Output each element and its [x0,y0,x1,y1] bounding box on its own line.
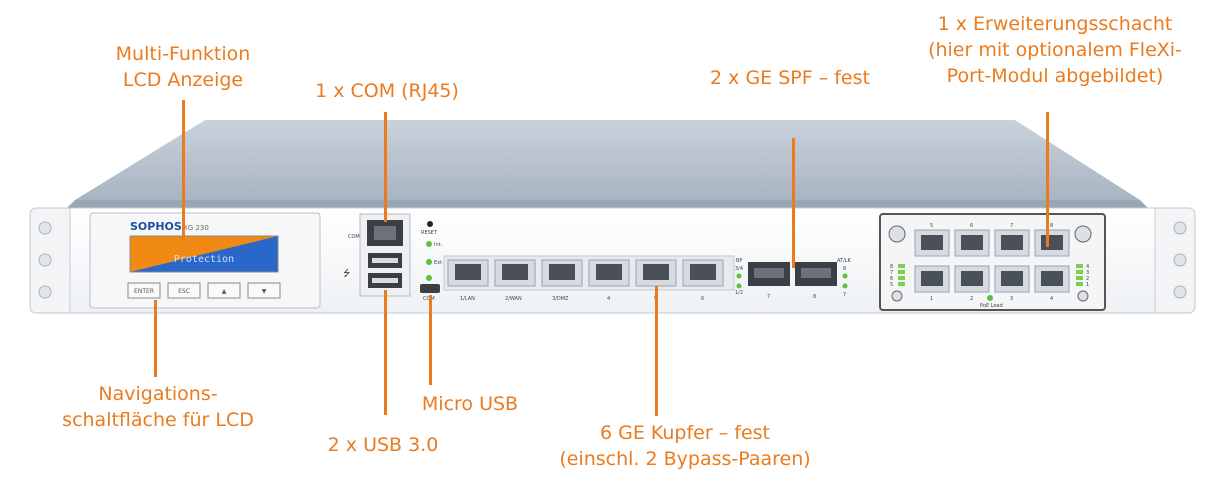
chassis-top [75,120,1140,200]
svg-text:Ext: Ext [434,260,442,266]
down-button [247,282,281,299]
enter-button [127,282,161,299]
callout-lcd-line-1: Multi-Funktion [115,43,251,65]
callout-expansion: 1 x Erweiterungsschacht (hier mit option… [905,11,1205,89]
svg-text:1/2: 1/2 [735,290,743,296]
callout-sfp-line-1: 2 x GE SPF – fest [710,67,870,89]
usb-ports [368,253,402,288]
svg-text:8: 8 [813,294,816,300]
leader-line-usb [384,290,387,415]
svg-text:PoE Load: PoE Load [980,303,1003,309]
svg-text:Int.: Int. [434,242,443,248]
callout-nav-line-2: schaltfläche für LCD [62,409,254,431]
svg-text:3: 3 [1010,296,1013,302]
leader-line-com [384,112,387,222]
expansion-module [879,213,1106,311]
svg-text:ENTER: ENTER [134,288,154,295]
callout-com-line-1: 1 x COM (RJ45) [315,80,459,102]
callout-copper-line-1: 6 GE Kupfer – fest [599,422,770,444]
callout-lcd: Multi-Funktion LCD Anzeige [72,41,294,93]
model-label: XG 230 [183,224,209,232]
svg-text:1: 1 [930,296,933,302]
callout-nav-line-1: Navigations- [98,383,218,405]
svg-text:4: 4 [1050,296,1053,302]
svg-text:2: 2 [1086,276,1089,282]
up-button [207,282,241,299]
callout-micro-usb: Micro USB [400,391,540,417]
callout-expansion-line-1: 1 x Erweiterungsschacht [937,13,1173,35]
svg-text:2: 2 [970,296,973,302]
rack-ear-left [29,207,76,314]
rack-ear-right [1149,207,1196,314]
svg-text:8: 8 [1050,223,1053,229]
svg-text:7: 7 [1010,223,1013,229]
callout-micro-usb-line-1: Micro USB [421,393,519,415]
callout-nav: Navigations- schaltfläche für LCD [38,381,278,433]
callout-usb-line-1: 2 x USB 3.0 [327,434,439,456]
svg-text:8: 8 [890,264,893,270]
svg-text:7: 7 [890,270,893,276]
brand-logo: SOPHOS [130,220,182,233]
micro-usb-port [420,284,440,293]
leader-line-nav [154,300,157,377]
svg-text:3/4: 3/4 [735,266,743,272]
svg-text:7: 7 [767,294,770,300]
callout-com: 1 x COM (RJ45) [292,78,482,104]
copper-ports [443,255,735,291]
callout-usb: 2 x USB 3.0 [298,432,468,458]
callout-copper: 6 GE Kupfer – fest (einschl. 2 Bypass-Pa… [530,420,840,472]
leader-line-expansion [1046,112,1049,247]
sfp-ports [748,262,837,286]
callout-copper-line-2: (einschl. 2 Bypass-Paaren) [559,448,811,470]
svg-text:ESC: ESC [178,288,190,295]
leader-line-copper [655,286,658,416]
svg-text:▲: ▲ [222,288,227,295]
usb-icon: ⭍ [343,268,351,279]
callout-expansion-line-3: Port-Modul abgebildet) [946,65,1164,87]
svg-text:4: 4 [607,296,610,302]
svg-text:3: 3 [1086,270,1089,276]
esc-button [167,282,201,299]
svg-text:4: 4 [1086,264,1089,270]
svg-text:COM: COM [348,234,360,240]
callout-sfp: 2 x GE SPF – fest [680,65,900,91]
svg-text:7: 7 [843,292,846,298]
svg-text:6: 6 [970,223,973,229]
svg-text:1: 1 [1086,282,1089,288]
svg-text:COM: COM [423,296,435,302]
svg-text:5: 5 [890,282,893,288]
callout-lcd-line-2: LCD Anzeige [122,69,244,91]
callout-expansion-line-2: (hier mit optionalem FleXi- [928,39,1182,61]
nav-buttons: ENTER ESC ▲ ▼ [127,282,281,299]
svg-text:8: 8 [843,266,846,272]
svg-text:5: 5 [930,223,933,229]
lcd-text: Protection [174,254,234,265]
leader-line-lcd [182,100,185,240]
svg-text:RESET: RESET [421,230,438,236]
svg-text:AT/LK: AT/LK [837,258,852,264]
com-port [367,220,403,246]
leader-line-micro-usb [429,295,432,385]
svg-text:6: 6 [890,276,893,282]
svg-text:1/LAN: 1/LAN [460,296,475,302]
svg-text:BP: BP [736,258,742,264]
svg-text:6: 6 [701,296,704,302]
svg-text:▼: ▼ [262,288,267,295]
leader-line-sfp [792,138,795,268]
lcd-display [129,235,279,273]
svg-text:3/DMZ: 3/DMZ [552,296,569,302]
svg-text:2/WAN: 2/WAN [505,296,522,302]
